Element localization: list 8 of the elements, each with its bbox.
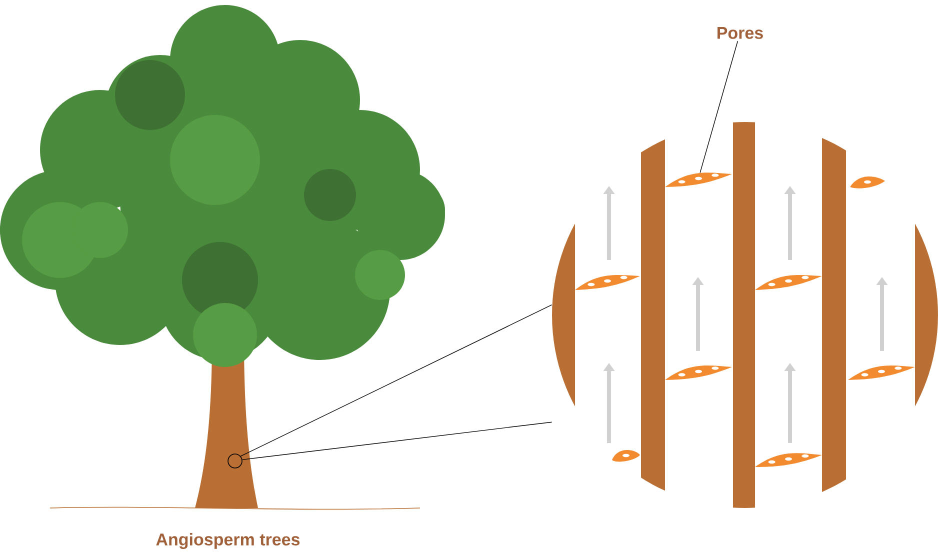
caption-text: Angiosperm trees [156,533,300,549]
label-text: Pores [718,27,763,39]
zoom-line [242,422,552,460]
leader-line [700,40,738,174]
zoom-circle [228,454,242,468]
zoom-line [240,304,552,457]
magnified-wood-drawing [552,122,938,508]
pore [665,172,732,187]
